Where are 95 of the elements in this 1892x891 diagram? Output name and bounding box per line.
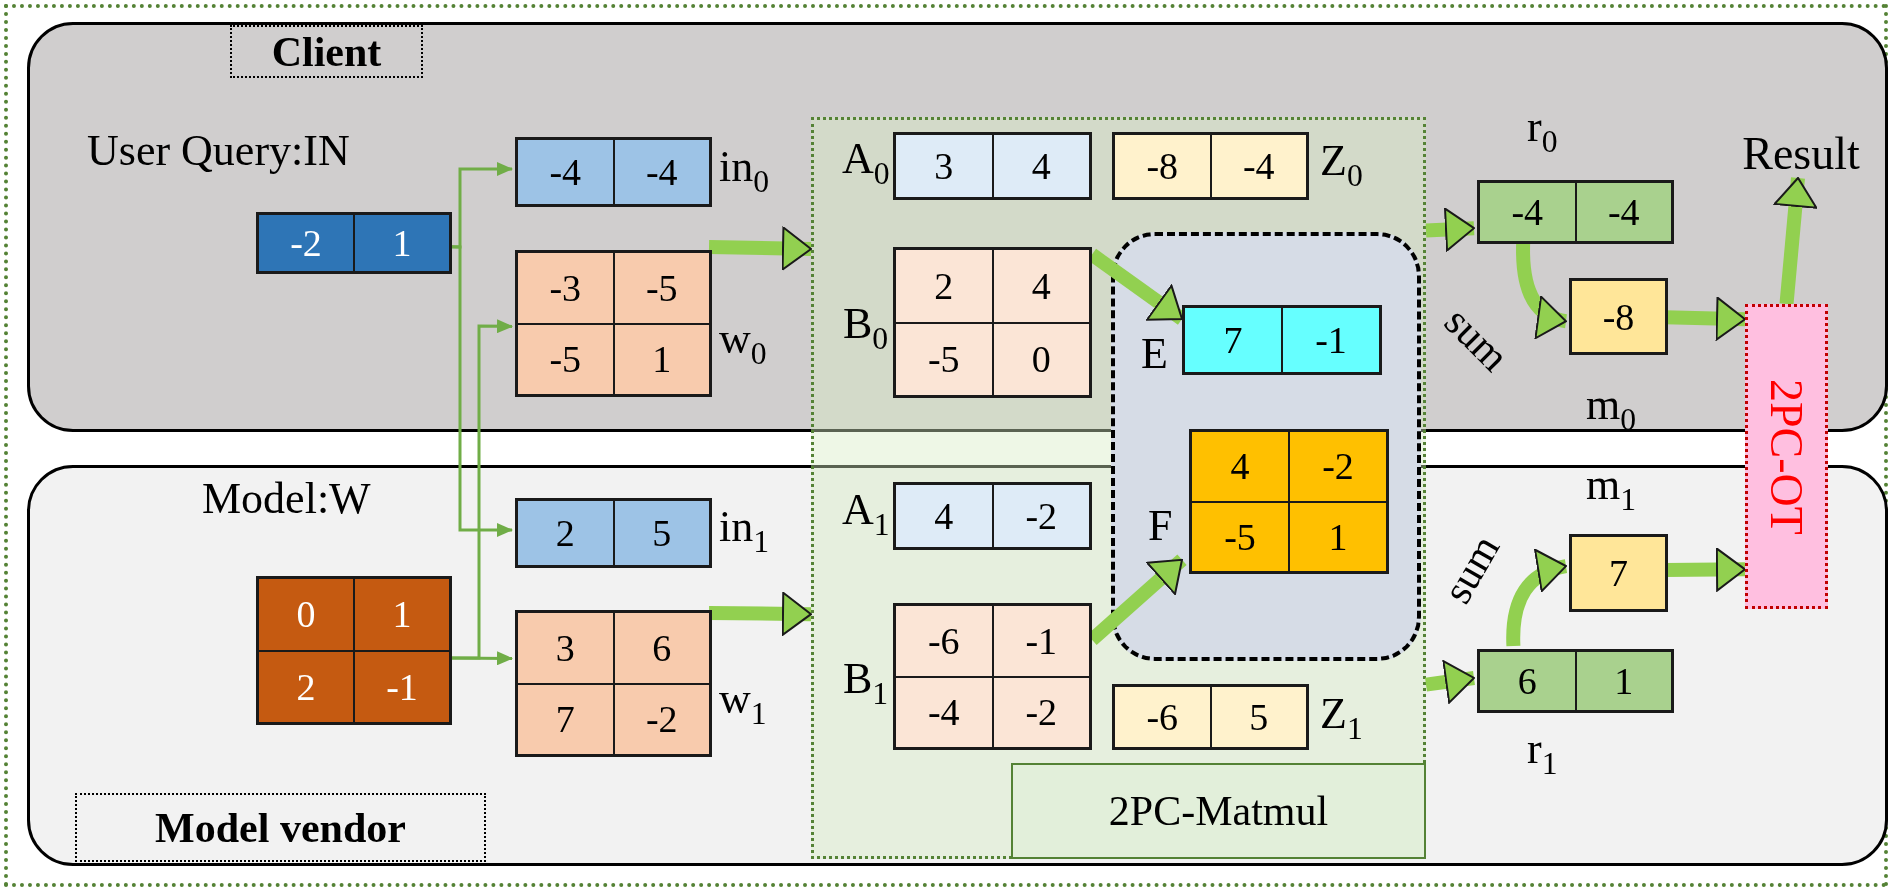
- matrix: [515, 250, 712, 397]
- block-arrow: [708, 226, 812, 271]
- protocol-box: [1745, 304, 1828, 609]
- edge-label: sum: [1437, 299, 1517, 379]
- matrix-cell: 6: [613, 612, 710, 684]
- matrix-cell: 5: [613, 500, 710, 566]
- matrix-cell: 1: [354, 214, 450, 272]
- arrow: [449, 651, 513, 666]
- matrix-cell: -5: [1191, 501, 1289, 572]
- matrix: [893, 132, 1092, 200]
- matrix-name: r$_{0}$: [1527, 103, 1558, 160]
- matrix-cell: -2: [1289, 431, 1387, 502]
- matrix-cell: -2: [992, 484, 1090, 548]
- block-arrow: [708, 591, 812, 636]
- matrix-name: User Query:IN: [87, 127, 350, 176]
- matrix-cell: -1: [992, 605, 1090, 677]
- matrix: [256, 576, 452, 725]
- matrix-cell: -4: [613, 139, 710, 205]
- block-arrow: [1425, 207, 1475, 252]
- block-arrow: [1425, 660, 1475, 704]
- matrix-name: B$_{1}$: [843, 655, 889, 712]
- matrix-cell: 4: [1191, 431, 1289, 502]
- matrix-cell: 7: [517, 683, 614, 755]
- matrix: [893, 482, 1092, 550]
- matrix-cell: -1: [1282, 307, 1380, 373]
- matrix: [515, 137, 712, 207]
- matrix: [1182, 305, 1382, 375]
- matrix-cell: 7: [1184, 307, 1282, 373]
- matrix-cell: 4: [895, 484, 993, 548]
- edge-label: sum: [1435, 528, 1507, 610]
- matrix-cell: -2: [992, 676, 1090, 748]
- matrix-name: A$_{0}$: [842, 135, 890, 192]
- matrix: [1189, 429, 1389, 574]
- matrix-cell: 0: [992, 322, 1090, 396]
- matrix-cell: 2: [517, 500, 614, 566]
- matrix-cell: -4: [1479, 182, 1576, 242]
- matrix-cell: -6: [1114, 686, 1211, 748]
- matrix-cell: 2: [895, 249, 993, 323]
- block-arrow: [1773, 177, 1818, 305]
- matrix-cell: -2: [613, 683, 710, 755]
- matrix-name: A$_{1}$: [842, 486, 890, 543]
- matrix-name: Z$_{1}$: [1320, 690, 1363, 747]
- matrix: [515, 498, 712, 568]
- matrix-cell: 6: [1479, 651, 1576, 711]
- region-label: 2PC-Matmul: [1011, 763, 1426, 859]
- panel-heading: Client: [230, 25, 423, 78]
- matrix: [1477, 180, 1674, 244]
- matrix: [515, 610, 712, 757]
- matrix-cell: 7: [1571, 536, 1666, 610]
- matrix-cell: 3: [895, 134, 993, 198]
- matrix-cell: -4: [1210, 134, 1307, 198]
- block-arrow: [1506, 550, 1568, 647]
- matrix-name: m$_{0}$: [1586, 381, 1637, 438]
- matrix-cell: -5: [613, 252, 710, 324]
- matrix-cell: 3: [517, 612, 614, 684]
- matrix: [256, 212, 452, 274]
- matrix-cell: -4: [517, 139, 614, 205]
- output-label: Result: [1717, 127, 1885, 181]
- matrix: [1477, 649, 1674, 713]
- matrix-cell: -4: [895, 676, 993, 748]
- matrix-cell: -8: [1114, 134, 1211, 198]
- matrix-name: w$_{0}$: [719, 315, 767, 372]
- matrix: [893, 247, 1092, 398]
- matrix-cell: 4: [992, 249, 1090, 323]
- matrix: [1112, 132, 1309, 200]
- matrix-name: w$_{1}$: [719, 675, 767, 732]
- matrix-cell: -4: [1575, 182, 1672, 242]
- matrix-cell: -6: [895, 605, 993, 677]
- matrix-cell: -3: [517, 252, 614, 324]
- matrix-cell: 4: [992, 134, 1090, 198]
- protocol-label: 2PC-OT: [1760, 378, 1813, 535]
- matrix-name: r$_{1}$: [1527, 725, 1558, 782]
- matrix-name: in$_{1}$: [719, 503, 770, 560]
- panel-heading: Model vendor: [75, 793, 486, 862]
- matrix-name: m$_{1}$: [1586, 461, 1637, 518]
- matrix-cell: -8: [1571, 280, 1666, 353]
- matrix-name: in$_{0}$: [719, 143, 770, 200]
- matrix-name: F: [1148, 502, 1173, 551]
- matrix-cell: 2: [258, 650, 354, 723]
- matrix-cell: 1: [354, 578, 450, 651]
- matrix-cell: 1: [613, 323, 710, 395]
- matrix-name: B$_{0}$: [843, 300, 889, 357]
- matrix-cell: -5: [517, 323, 614, 395]
- matrix-cell: 1: [1575, 651, 1672, 711]
- matrix-cell: -5: [895, 322, 993, 396]
- matrix-cell: -2: [258, 214, 354, 272]
- matrix: [893, 603, 1092, 750]
- matrix-cell: 5: [1210, 686, 1307, 748]
- matrix-name: Model:W: [202, 475, 371, 524]
- matrix-name: E: [1141, 330, 1168, 379]
- matrix-cell: -1: [354, 650, 450, 723]
- matrix-cell: 0: [258, 578, 354, 651]
- matrix: [1112, 684, 1309, 750]
- matrix-name: Z$_{0}$: [1320, 137, 1363, 194]
- matrix-cell: 1: [1289, 501, 1387, 572]
